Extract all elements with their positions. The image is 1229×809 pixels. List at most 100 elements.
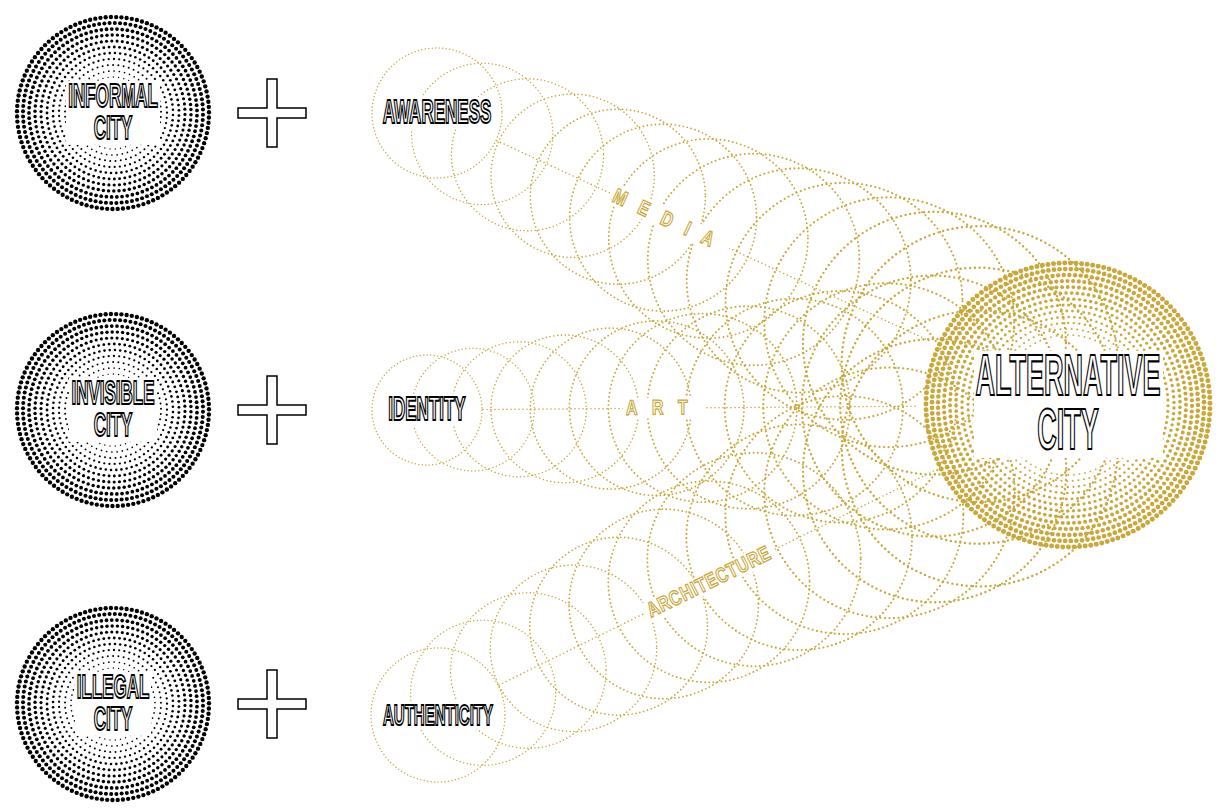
- pattern-dot: [160, 193, 164, 197]
- pattern-dot: [113, 667, 114, 668]
- pattern-dot: [88, 375, 90, 377]
- pattern-dot: [122, 450, 124, 452]
- pattern-dot: [113, 58, 115, 60]
- pattern-dot: [61, 130, 63, 132]
- pattern-dot: [201, 102, 205, 106]
- pattern-dot: [83, 363, 85, 365]
- pattern-dot: [58, 120, 60, 122]
- pattern-dot: [116, 451, 118, 453]
- pattern-dot: [21, 109, 25, 113]
- pattern-dot: [78, 21, 82, 25]
- pattern-dot: [177, 82, 180, 85]
- pattern-dot: [64, 413, 66, 415]
- pattern-dot: [195, 114, 199, 118]
- pattern-dot: [61, 44, 65, 48]
- pattern-dot: [146, 338, 149, 341]
- pattern-dot: [40, 100, 43, 103]
- pattern-dot: [105, 34, 108, 37]
- pattern-dot: [40, 156, 44, 160]
- pattern-dot: [82, 349, 85, 352]
- pattern-dot: [97, 47, 100, 50]
- pattern-dot: [84, 32, 88, 36]
- pattern-dot: [116, 330, 119, 333]
- pattern-dot: [159, 339, 163, 343]
- pattern-dot: [143, 61, 146, 64]
- pattern-dot: [31, 434, 35, 438]
- pattern-dot: [82, 183, 85, 186]
- pattern-dot: [190, 139, 194, 143]
- pattern-dot: [77, 325, 81, 329]
- pattern-dot: [139, 743, 141, 745]
- pattern-dot: [166, 697, 168, 699]
- pattern-dot: [33, 109, 36, 112]
- pattern-dot: [140, 19, 144, 23]
- pattern-dot: [89, 30, 93, 34]
- pattern-dot: [21, 78, 25, 82]
- pattern-dot: [139, 58, 142, 61]
- pattern-dot: [33, 80, 37, 84]
- pattern-dot: [97, 188, 100, 191]
- pattern-dot: [155, 47, 158, 50]
- pattern-dot: [120, 171, 123, 174]
- pattern-dot: [64, 188, 68, 192]
- pattern-dot: [186, 73, 190, 77]
- pattern-dot: [69, 358, 72, 361]
- pattern-dot: [172, 334, 176, 338]
- pattern-dot: [170, 340, 174, 344]
- pattern-dot: [21, 375, 25, 379]
- pattern-dot: [50, 351, 54, 355]
- pattern-dot: [181, 425, 184, 428]
- pattern-dot: [16, 99, 20, 103]
- pattern-dot: [198, 448, 202, 452]
- pattern-dot: [38, 381, 41, 384]
- pattern-dot: [48, 472, 52, 476]
- pattern-dot: [19, 380, 23, 384]
- pattern-dot: [201, 415, 205, 419]
- pattern-dot: [74, 187, 78, 191]
- pattern-dot: [113, 367, 115, 369]
- pattern-dot: [46, 58, 50, 62]
- pattern-dot: [109, 15, 113, 19]
- pattern-dot: [123, 650, 125, 652]
- pattern-dot: [171, 152, 174, 155]
- pattern-dot: [171, 400, 174, 403]
- pattern-dot: [128, 181, 131, 184]
- pattern-dot: [181, 177, 185, 181]
- pattern-dot: [63, 680, 65, 682]
- pattern-dot: [110, 172, 113, 175]
- pattern-dot: [156, 368, 159, 371]
- pattern-dot: [77, 175, 80, 178]
- pattern-dot: [52, 417, 55, 420]
- pattern-dot: [73, 23, 77, 27]
- pattern-dot: [125, 325, 129, 329]
- dotted-ring: [490, 565, 656, 731]
- pattern-dot: [52, 367, 55, 370]
- pattern-dot: [207, 110, 211, 114]
- pattern-dot: [102, 65, 104, 67]
- pattern-dot: [88, 361, 90, 363]
- pattern-dot: [71, 710, 73, 712]
- pattern-dot: [126, 35, 129, 38]
- pattern-dot: [121, 337, 124, 340]
- pattern-dot: [27, 111, 31, 115]
- pattern-dot: [55, 41, 59, 45]
- pattern-dot: [113, 183, 116, 186]
- pattern-dot: [74, 484, 78, 488]
- pattern-dot: [80, 47, 83, 50]
- pattern-dot: [43, 149, 46, 152]
- pattern-dot: [54, 94, 57, 97]
- pattern-dot: [102, 78, 103, 79]
- pattern-dot: [36, 348, 40, 352]
- pattern-dot: [65, 195, 69, 199]
- pattern-dot: [160, 148, 163, 151]
- pattern-dot: [140, 316, 144, 320]
- pattern-dot: [71, 342, 74, 345]
- pattern-dot: [71, 667, 73, 669]
- pattern-dot: [169, 69, 172, 72]
- pattern-dot: [30, 387, 34, 391]
- pattern-dot: [64, 373, 67, 376]
- pattern-dot: [144, 162, 147, 165]
- pattern-dot: [131, 339, 134, 342]
- pattern-dot: [93, 666, 95, 668]
